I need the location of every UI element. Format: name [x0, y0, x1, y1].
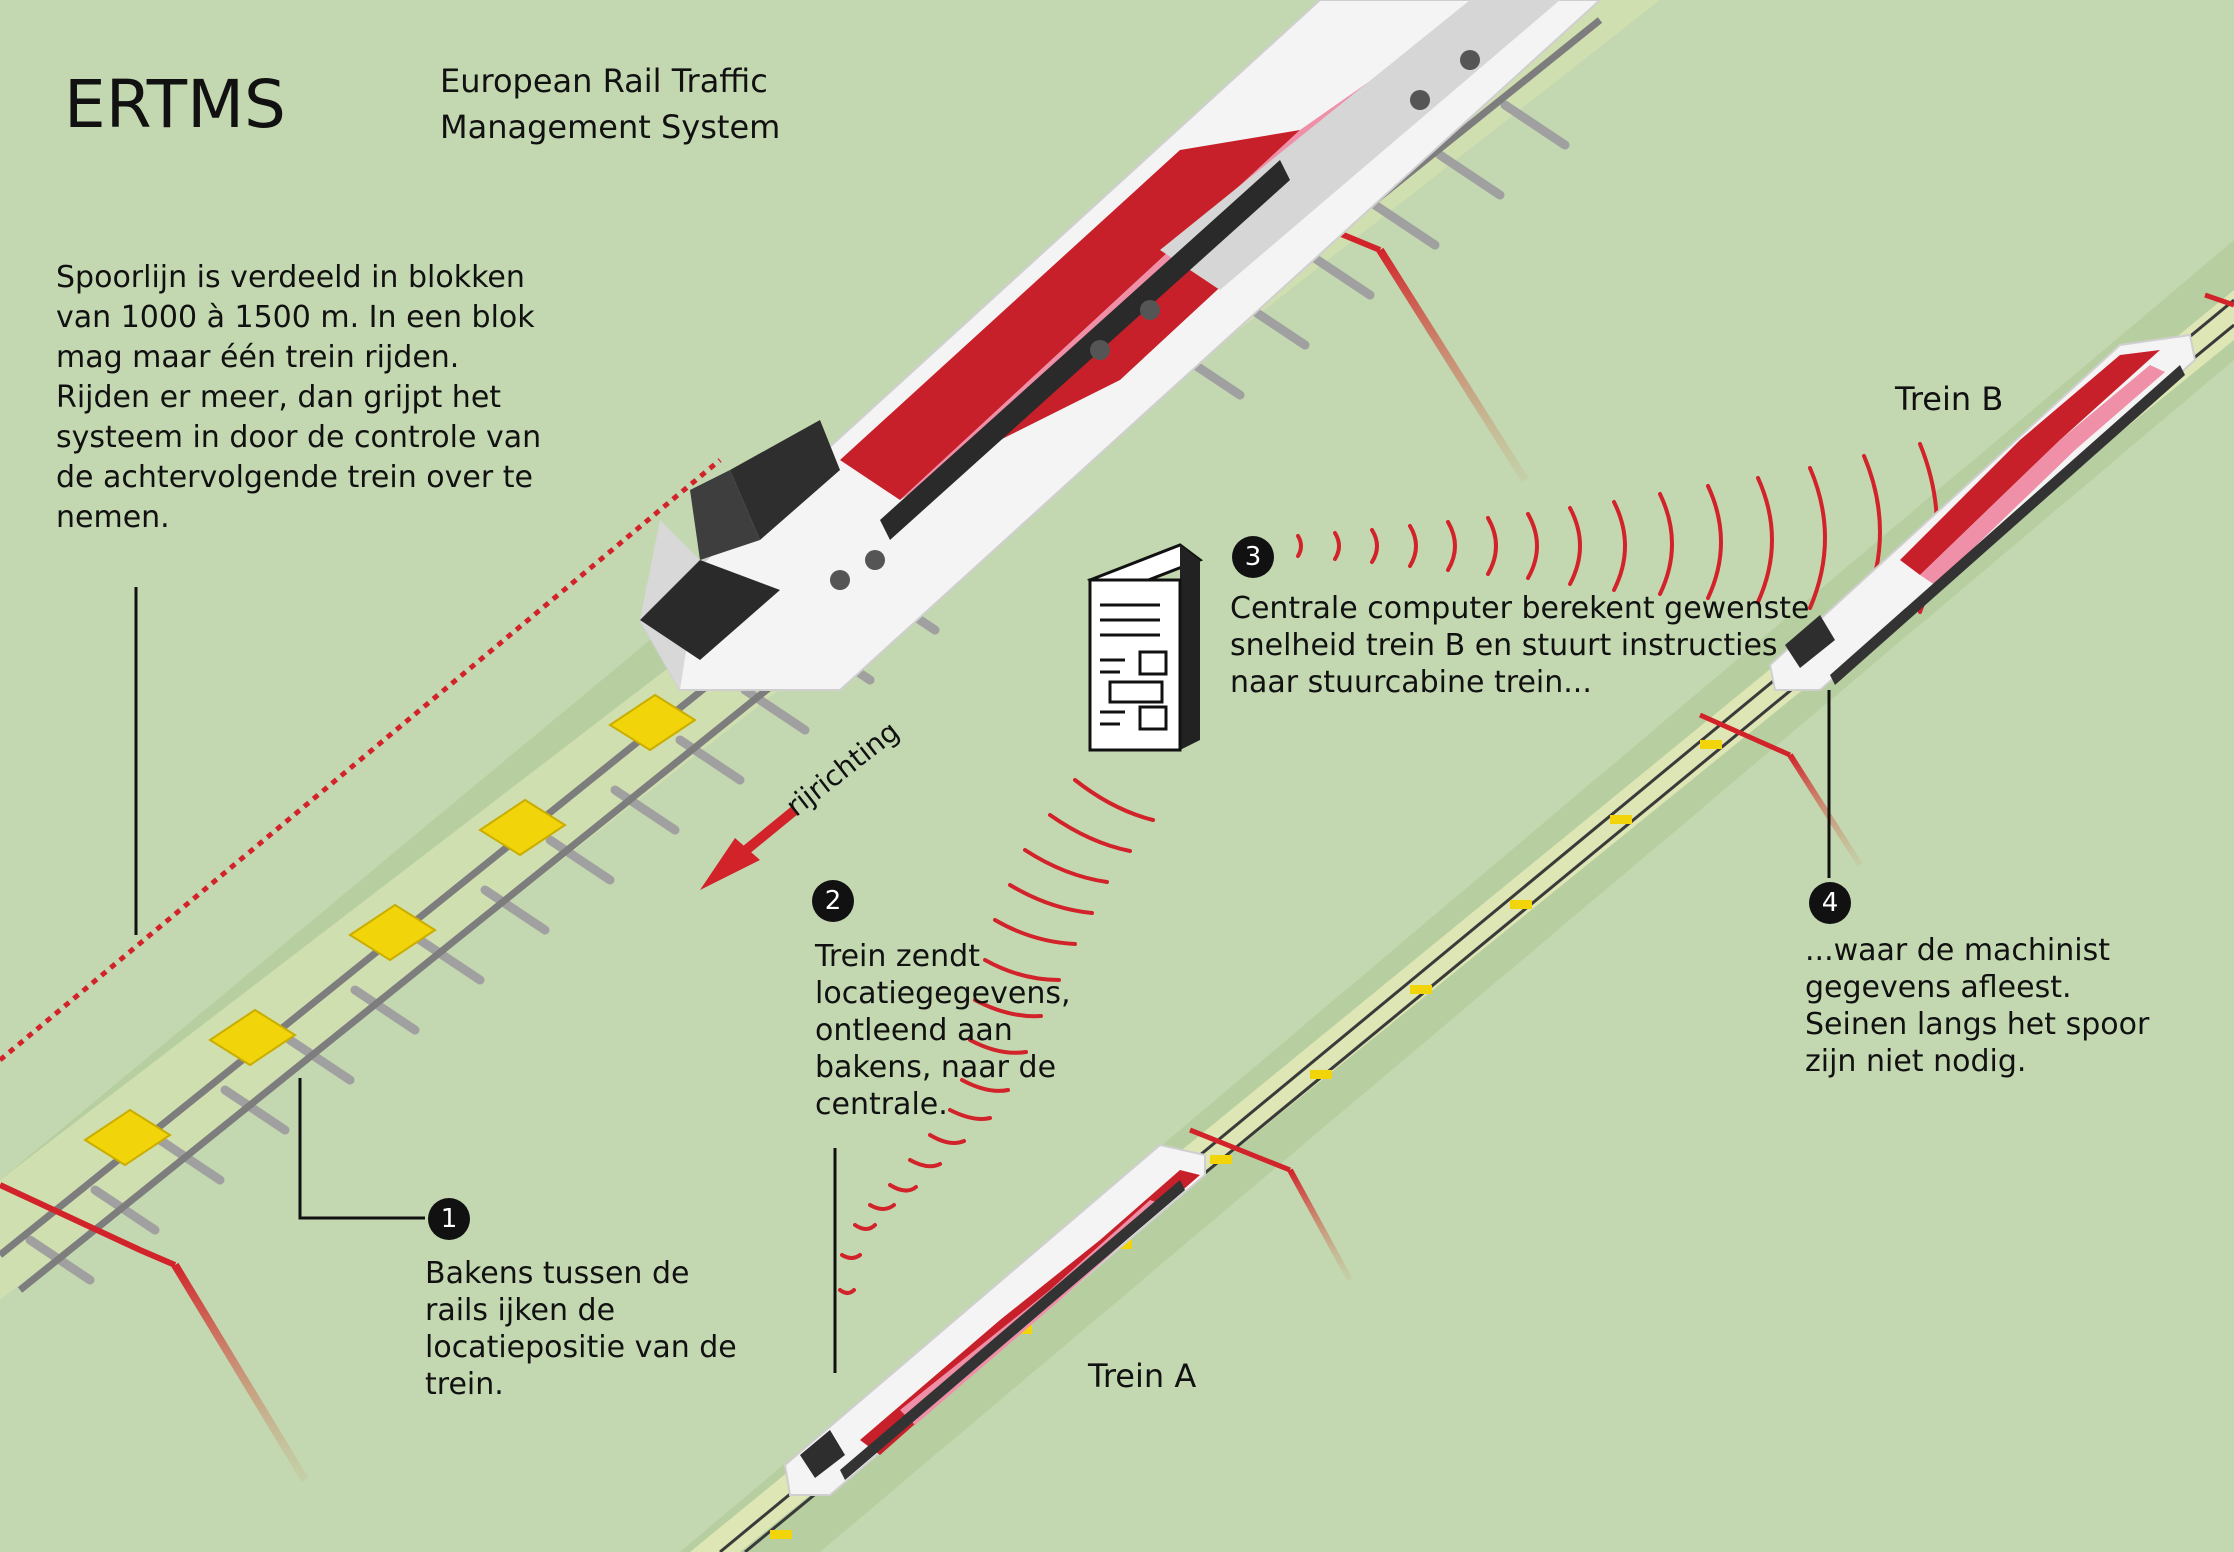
page-title: ERTMS — [64, 66, 286, 143]
intro-text: Spoorlijn is verdeeld in blokken van 100… — [56, 260, 542, 535]
train-a — [783, 1143, 1206, 1496]
pointer-lines — [134, 587, 1831, 1373]
train-b-label: Trein B — [1895, 380, 2004, 418]
beacons-upper — [83, 158, 1412, 1167]
step-2-badge: 2 — [812, 880, 854, 922]
train-large — [638, 0, 1602, 691]
step-1-text: Bakens tussen de rails ijken de locatiep… — [425, 1256, 737, 1402]
train-b — [1768, 333, 2197, 691]
train-a-label: Trein A — [1088, 1357, 1197, 1395]
page-subtitle: European Rail Traffic Management System — [440, 62, 781, 146]
block-boundary-dotted — [0, 458, 722, 1062]
step-4-text: ...waar de machinist gegevens afleest. S… — [1805, 933, 2150, 1079]
step-2-text: Trein zendt locatiegegevens, ontleend aa… — [815, 939, 1071, 1122]
central-computer-icon — [1086, 543, 1204, 752]
step-1-badge: 1 — [428, 1198, 470, 1240]
direction-arrow — [700, 806, 799, 890]
radio-waves-from-train-a — [838, 778, 1155, 1295]
step-4-badge: 4 — [1809, 882, 1851, 924]
step-3-badge: 3 — [1232, 536, 1274, 578]
step-3-text: Centrale computer berekent gewenste snel… — [1230, 591, 1810, 700]
